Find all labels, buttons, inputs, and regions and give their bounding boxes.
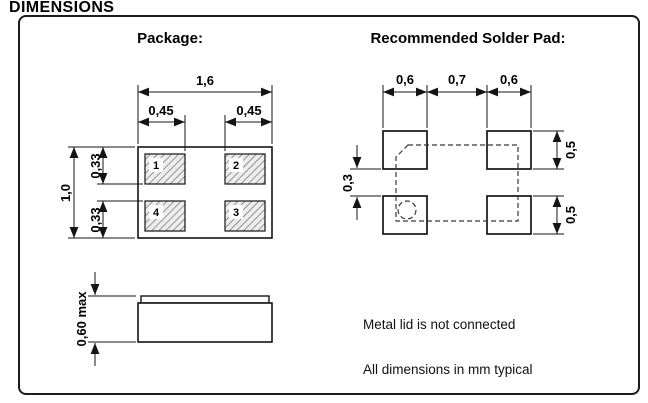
package-side-view: 0,60 max (74, 272, 273, 366)
solder-pad-dimension-lines: 0,6 0,7 0,6 0,5 0,5 0,3 (340, 72, 578, 235)
dim-label-solder-pad-width-right: 0,6 (500, 72, 518, 87)
page-title: DIMENSIONS (7, 0, 117, 16)
dim-label-solder-pad-gap: 0,7 (448, 72, 466, 87)
pad-1-number-box (149, 158, 163, 172)
solder-pad-top-right (486, 130, 532, 170)
solder-pad-view (382, 130, 532, 235)
pad-1-number: 1 (153, 160, 159, 172)
dim-label-solder-pad-height-top: 0,5 (563, 141, 578, 159)
package-heading: Package: (137, 30, 203, 47)
pad-4-number-box (149, 205, 163, 219)
note-metal-lid: Metal lid is not connected (363, 317, 516, 332)
package-top-view: 1 2 4 3 (137, 146, 273, 239)
dim-label-solder-pad-height-bottom: 0,5 (563, 206, 578, 224)
pad-2-number-box (229, 158, 243, 172)
dim-label-pad-width-left: 0,45 (148, 103, 173, 118)
package-lid (140, 295, 270, 304)
note-units: All dimensions in mm typical (363, 362, 533, 377)
solder-pad-bottom-right (486, 195, 532, 235)
drawing-frame (18, 15, 640, 395)
solder-pad-heading: Recommended Solder Pad: (370, 30, 566, 47)
pad-3-number: 3 (233, 207, 239, 219)
package-dimension-lines: 1,6 0,45 0,45 1,0 0,33 0,33 (58, 73, 273, 239)
dim-label-total-width: 1,6 (196, 73, 214, 88)
pad-4-number: 4 (153, 207, 160, 219)
dim-label-total-height: 1,0 (58, 184, 73, 202)
package-outline-dashed (395, 144, 519, 222)
dim-label-solder-pad-width-left: 0,6 (396, 72, 414, 87)
solder-pad-bottom-left (382, 195, 428, 235)
dim-label-pad-height-bottom: 0,33 (88, 207, 103, 232)
package-base (137, 302, 273, 343)
pin-marker-dashed-circle (397, 200, 417, 220)
pad-2-number: 2 (233, 160, 239, 172)
solder-pad-top-left (382, 130, 428, 170)
pad-3-number-box (229, 205, 243, 219)
dim-label-pad-height-top: 0,33 (88, 153, 103, 178)
dim-label-pad-width-right: 0,45 (236, 103, 261, 118)
dim-label-max-height: 0,60 max (74, 291, 89, 347)
dim-label-solder-row-gap: 0,3 (340, 174, 355, 192)
